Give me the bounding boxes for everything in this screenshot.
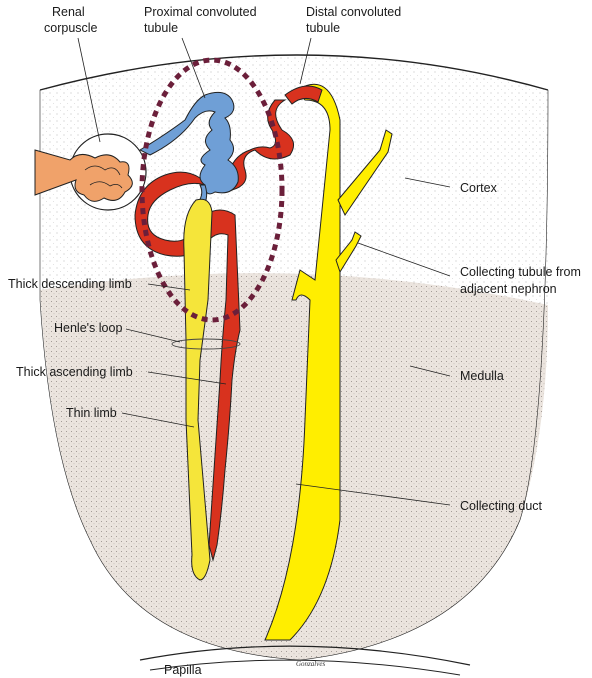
label-medulla: Medulla [460,369,504,383]
label-collecting-tubule-1: Collecting tubule from [460,265,581,279]
label-collecting-tubule-2: adjacent nephron [460,282,557,296]
label-henles-loop: Henle's loop [54,321,122,335]
label-thick-descending: Thick descending limb [8,277,132,291]
label-thick-ascending: Thick ascending limb [16,365,133,379]
label-proximal-1: Proximal convoluted [144,5,257,19]
label-papilla: Papilla [164,663,202,677]
label-cortex: Cortex [460,181,498,195]
label-collecting-duct: Collecting duct [460,499,543,513]
label-distal-1: Distal convoluted [306,5,401,19]
artist-signature: Gonzalves [296,660,325,668]
label-distal-2: tubule [306,21,340,35]
label-thin-limb: Thin limb [66,406,117,420]
label-renal-corpuscle-1: Renal [52,5,85,19]
label-proximal-2: tubule [144,21,178,35]
label-renal-corpuscle-2: corpuscle [44,21,98,35]
